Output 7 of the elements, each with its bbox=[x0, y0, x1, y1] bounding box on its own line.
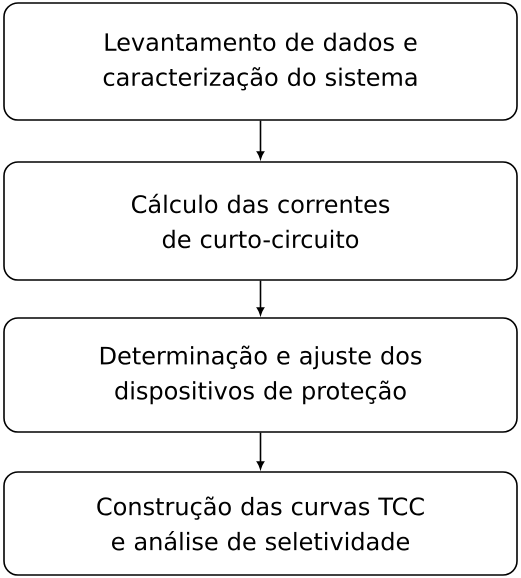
process-box: Cálculo das correntes de curto-circuito bbox=[3, 161, 518, 281]
process-box: Levantamento de dados e caracterização do sistema bbox=[3, 2, 518, 121]
process-box: Construção das curvas TCC e análise de seletividade bbox=[3, 471, 518, 576]
arrow bbox=[256, 280, 264, 316]
arrow bbox=[256, 120, 264, 160]
process-box: Determinação e ajuste dos dispositivos de proteção bbox=[3, 317, 518, 433]
arrow bbox=[256, 432, 264, 470]
